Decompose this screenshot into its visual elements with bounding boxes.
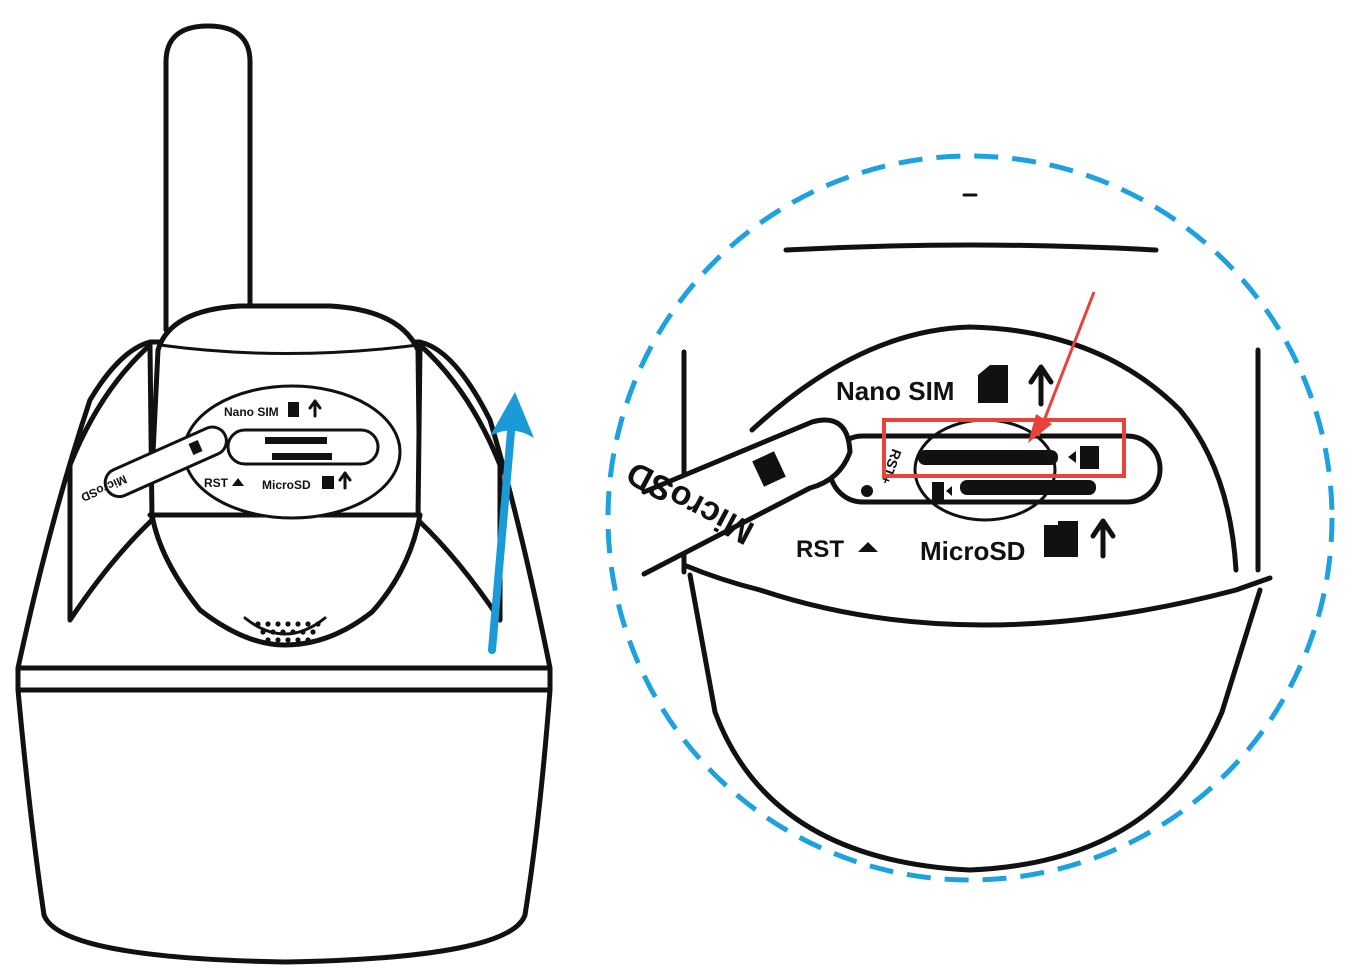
triangle-up-icon-large: [858, 542, 878, 552]
highlight-pointer-line: [1036, 291, 1096, 437]
camera-full-view: Nano SIM RST MicroSD MicroSD: [15, 23, 553, 965]
camera-antenna: [163, 23, 253, 333]
zoom-detail: RST+ Nano SIM RST MicroSD MicroSD: [605, 153, 1335, 883]
arrow-up-icon-large: [1028, 364, 1054, 407]
arrow-up-icon: [308, 399, 322, 418]
camera-base: [15, 665, 553, 965]
rst-label-small: RST: [204, 476, 229, 490]
camera-lower-bowl: [149, 512, 423, 648]
nano-sim-label-small: Nano SIM: [224, 405, 279, 419]
speaker-grill: [243, 616, 327, 643]
highlight-pointer-head: [1028, 414, 1052, 443]
sim-card-icon-large: [978, 365, 1008, 403]
microsd-label-small: MicroSD: [262, 478, 311, 492]
sd-card-icon-large: [1044, 521, 1078, 557]
nano-sim-slot-highlight: [882, 418, 1126, 478]
triangle-up-icon: [232, 478, 244, 486]
nano-sim-label: Nano SIM: [836, 376, 954, 406]
microsd-label: MicroSD: [920, 536, 1025, 566]
zoom-circle: [605, 153, 1335, 883]
curved-arrow-up-icon: [488, 416, 516, 654]
sd-card-icon: [322, 476, 334, 489]
rst-label: RST: [796, 536, 844, 563]
sim-card-icon: [288, 402, 299, 417]
